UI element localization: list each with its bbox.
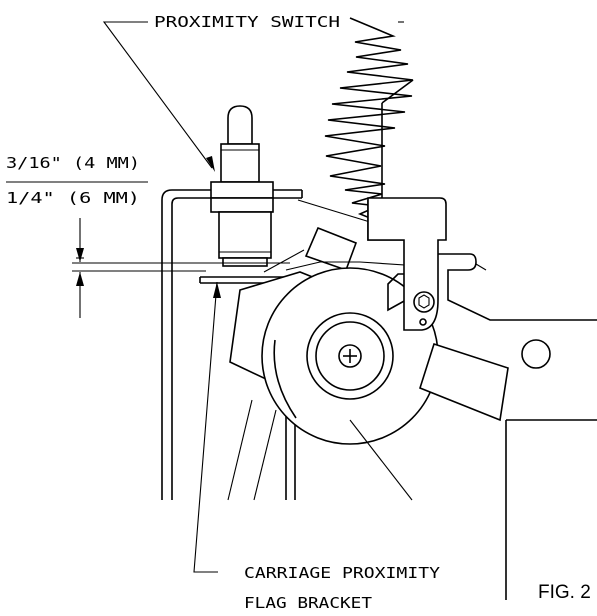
mounting-bracket: [161, 189, 303, 500]
leader-lines: [102, 21, 221, 573]
gap-dimension-metric-bottom: 1/4" (6 MM): [6, 189, 140, 207]
proximity-switch: [210, 105, 274, 267]
gap-dimension-metric-top: 3/16" (4 MM): [6, 154, 140, 172]
flag-arm: [367, 197, 447, 331]
toothed-plate: [297, 17, 414, 227]
construction-lines: [227, 399, 413, 501]
figure-caption: FIG. 2: [538, 582, 591, 603]
angled-lever: [419, 342, 509, 422]
flag-bracket-label-line2: FLAG BRACKET: [244, 594, 372, 612]
gap-dimension: [72, 218, 290, 318]
flag-bracket-label-line1: CARRIAGE PROXIMITY: [244, 564, 440, 582]
proximity-switch-label: PROXIMITY SWITCH: [154, 13, 340, 31]
